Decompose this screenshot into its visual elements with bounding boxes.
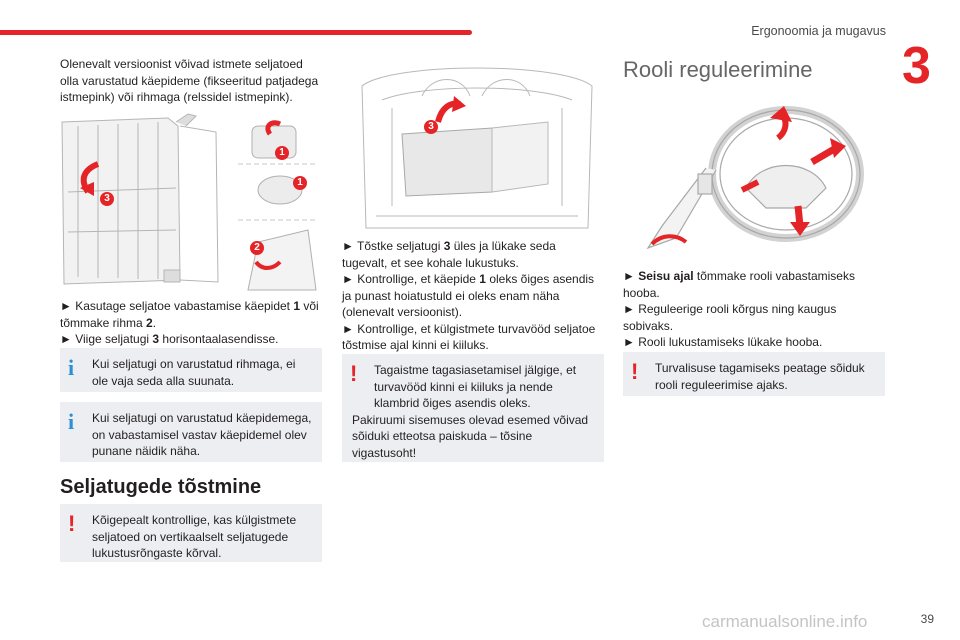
warning-note-steering: ! Turvalisuse tagamiseks peatage sõiduk …	[623, 352, 885, 396]
step-lock: ► Rooli lukustamiseks lükake hooba.	[623, 335, 823, 349]
info-icon: i	[68, 355, 75, 380]
warning-icon: !	[631, 359, 639, 384]
callout-2: 2	[250, 241, 264, 255]
warning-note-side-seats: ! Kõigepealt kontrollige, kas külgistmet…	[60, 504, 322, 562]
heading-raising-backrests: Seljatugede tõstmine	[60, 476, 262, 498]
boot-backrest-illustration	[361, 67, 593, 229]
watermark: carmanualsonline.info	[702, 612, 868, 631]
callout-1-b: 1	[293, 176, 307, 190]
info-note-handle: i Kui seljatugi on varustatud käepidemeg…	[60, 402, 322, 462]
col1-steps: ► Kasutage seljatoe vabastamise käepidet…	[60, 298, 322, 348]
header-accent-bar	[0, 30, 472, 35]
callout-3-boot: 3	[424, 120, 438, 134]
step-release-lever: ► Seisu ajal tõmmake rooli vabastamiseks…	[623, 269, 855, 300]
section-title: Ergonoomia ja mugavus	[751, 24, 886, 38]
step-horizontal: ► Viige seljatugi 3 horisontaalasendisse…	[60, 332, 279, 346]
page-number: 39	[920, 612, 934, 626]
step-check-handle: ► Kontrollige, et käepide 1 oleks õiges …	[342, 272, 595, 319]
warning-icon: !	[350, 361, 358, 386]
step-release: ► Kasutage seljatoe vabastamise käepidet…	[60, 299, 319, 330]
col3-steps: ► Seisu ajal tõmmake rooli vabastamiseks…	[623, 268, 885, 351]
rear-seat-illustration	[61, 113, 317, 291]
step-adjust: ► Reguleerige rooli kõrgus ning kaugus s…	[623, 302, 837, 333]
steering-wheel-illustration	[646, 106, 864, 250]
col2-steps: ► Tõstke seljatugi 3 üles ja lükake seda…	[342, 238, 604, 354]
heading-steering-adjustment: Rooli reguleerimine	[623, 57, 813, 82]
warning-note-belts: ! Tagaistme tagasiasetamisel jälgige, et…	[342, 354, 604, 462]
step-raise: ► Tõstke seljatugi 3 üles ja lükake seda…	[342, 239, 556, 270]
chapter-number: 3	[902, 37, 931, 95]
callout-3: 3	[100, 192, 114, 206]
callout-1-a: 1	[275, 146, 289, 160]
step-check-belts: ► Kontrollige, et külgistmete turvavööd …	[342, 321, 596, 353]
warning-icon: !	[68, 511, 76, 536]
info-icon: i	[68, 409, 75, 434]
info-note-strap: i Kui seljatugi on varustatud rihmaga, e…	[60, 348, 322, 392]
intro-paragraph: Olenevalt versioonist võivad istmete sel…	[60, 57, 319, 104]
